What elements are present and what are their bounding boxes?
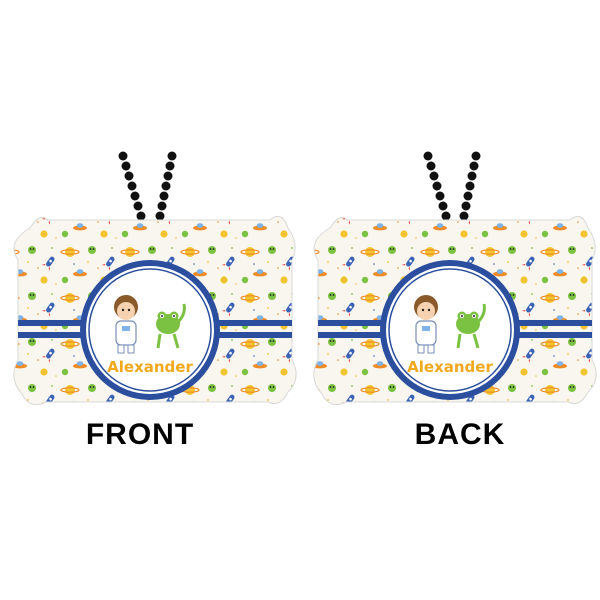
alien-frog-icon [156, 303, 186, 349]
ornament-front: Alexander [0, 150, 300, 430]
ornament-front-graphic: Alexander [13, 151, 297, 406]
name-text: Alexander [407, 358, 493, 376]
name-text: Alexander [107, 358, 193, 376]
astronaut-icon [114, 295, 138, 354]
alien-frog-icon [456, 303, 486, 349]
name-medallion: Alexander [80, 260, 220, 400]
back-label: BACK [414, 418, 506, 451]
astronaut-icon [414, 295, 438, 354]
front-label: FRONT [85, 418, 195, 451]
name-medallion: Alexander [380, 260, 520, 400]
ornament-back-graphic: Alexander [313, 151, 597, 406]
ornament-back: Alexander [300, 150, 600, 430]
